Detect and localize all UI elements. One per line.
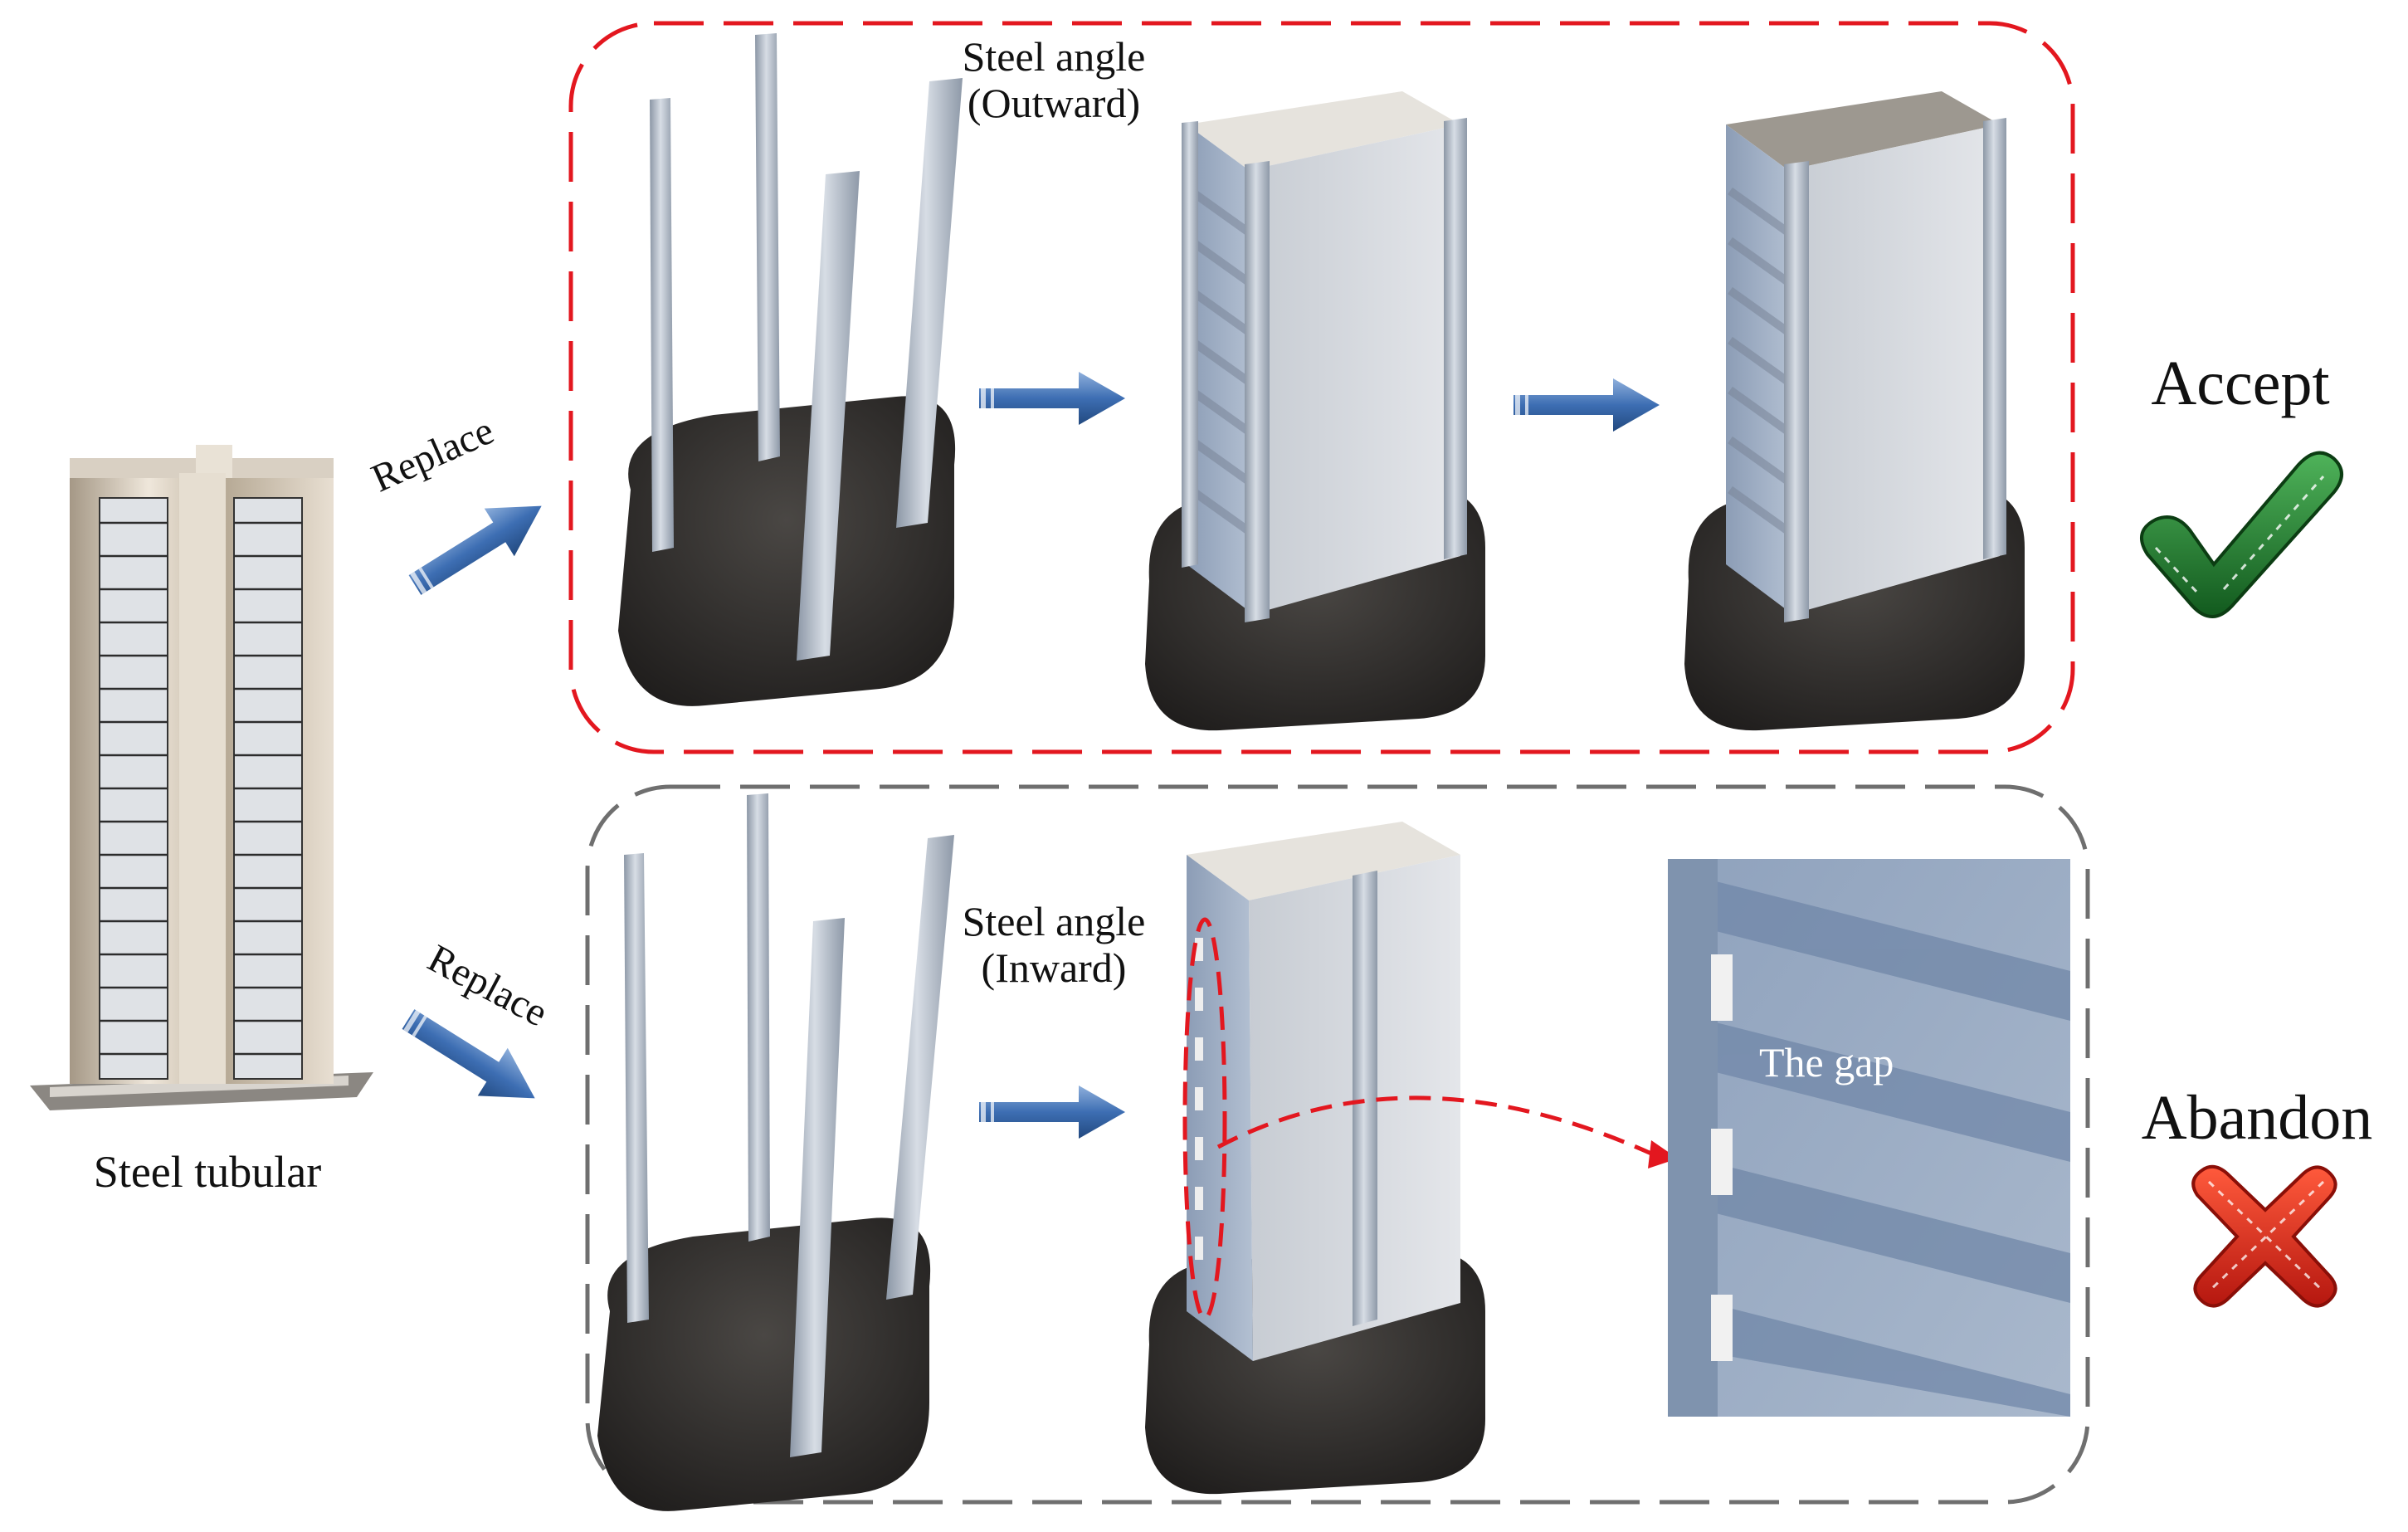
steel-angle-inward-line2: (Inward) — [981, 944, 1127, 991]
inward-box-model — [1145, 822, 1485, 1495]
abandon-label: Abandon — [2141, 1083, 2373, 1153]
accept-frame — [568, 21, 2075, 754]
accept-label: Accept — [2151, 349, 2330, 418]
right-arrow-icon — [1514, 378, 1660, 432]
steel-tubular-label: Steel tubular — [93, 1147, 322, 1197]
right-arrow-icon — [402, 1009, 535, 1099]
steel-angle-inward-label: Steel angle (Inward) — [896, 898, 1211, 991]
steel-angle-outward-line2: (Outward) — [967, 80, 1141, 126]
abandon-frame — [585, 784, 2090, 1505]
inward-columns-model — [597, 793, 954, 1511]
outward-columns-model — [618, 33, 963, 706]
steel-tubular-illustration — [30, 445, 373, 1110]
the-gap-label: The gap — [1759, 1039, 1894, 1086]
right-arrow-icon — [408, 505, 542, 595]
steel-angle-outward-line1: Steel angle — [962, 33, 1146, 80]
gap-callout-arrowhead — [1648, 1140, 1678, 1169]
gap-highlight-ellipse — [1182, 917, 1227, 1320]
steel-angle-outward-label: Steel angle (Outward) — [896, 33, 1211, 126]
cross-mark-icon — [2191, 1164, 2337, 1308]
gap-zoom-panel — [1668, 859, 2070, 1417]
right-arrow-icon — [979, 1086, 1125, 1139]
steel-angle-inward-line1: Steel angle — [962, 898, 1146, 944]
right-arrow-icon — [979, 372, 1125, 425]
gap-callout-arrow — [1216, 1095, 1653, 1156]
check-mark-icon — [2139, 451, 2343, 618]
outward-box-model — [1145, 91, 1485, 731]
filled-box-model — [1684, 91, 2025, 731]
